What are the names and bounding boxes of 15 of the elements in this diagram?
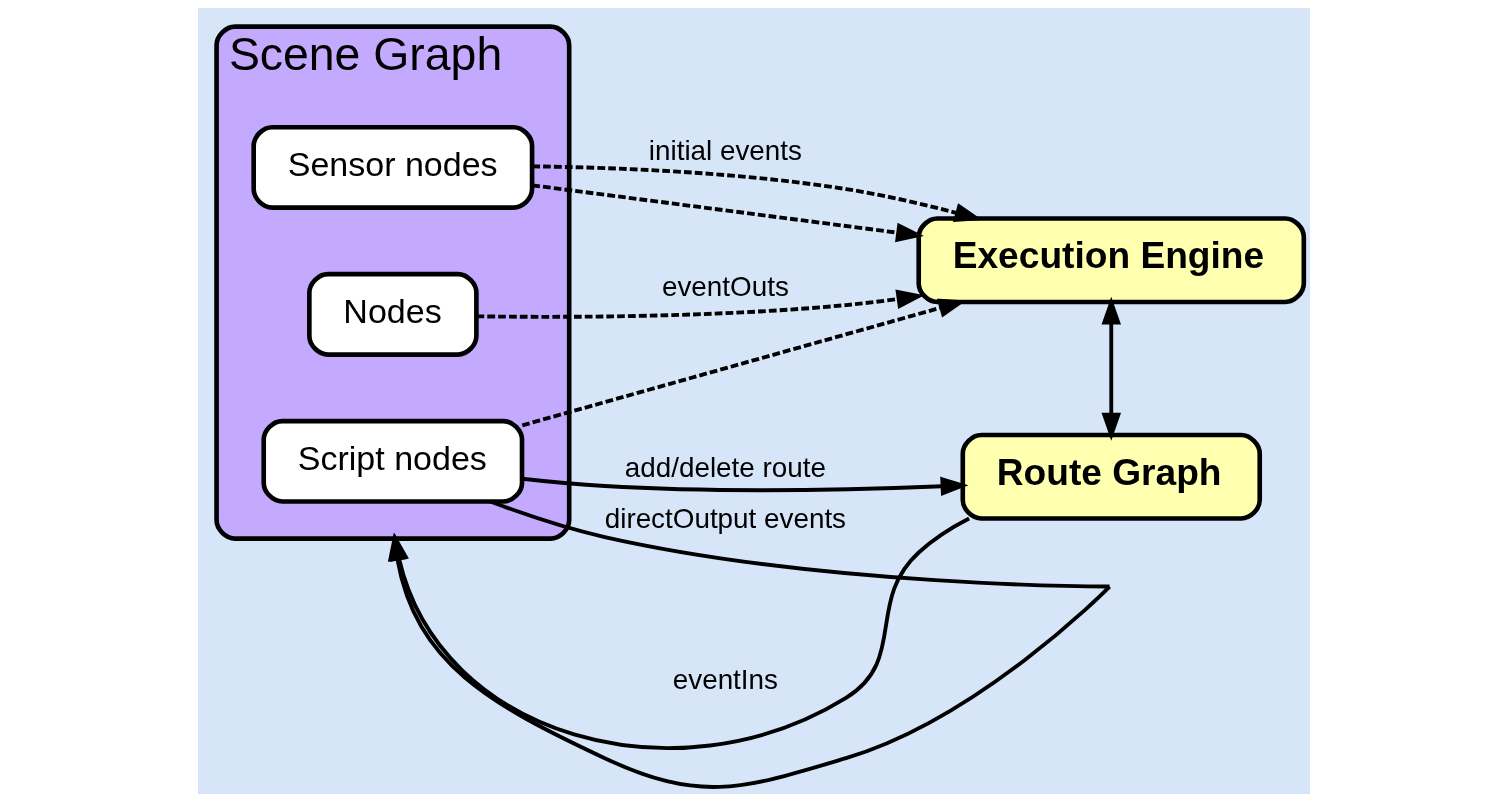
edge-label: eventOuts	[661, 271, 789, 303]
edge-label: eventIns	[672, 664, 778, 696]
node-box: Sensor nodes	[250, 124, 534, 210]
node-box: Script nodes	[260, 418, 524, 504]
node-box: Nodes	[306, 271, 479, 357]
arrow	[1101, 296, 1121, 441]
arrow	[521, 476, 968, 497]
node-box: Execution Engine	[915, 216, 1306, 305]
arrow	[532, 164, 982, 223]
arrow	[476, 289, 924, 319]
edge-label: initial events	[648, 135, 802, 167]
edge-label: directOutput events	[604, 503, 846, 535]
edge-label: add/delete route	[624, 452, 826, 484]
node-box: Route Graph	[959, 432, 1262, 521]
arrow	[531, 183, 924, 243]
